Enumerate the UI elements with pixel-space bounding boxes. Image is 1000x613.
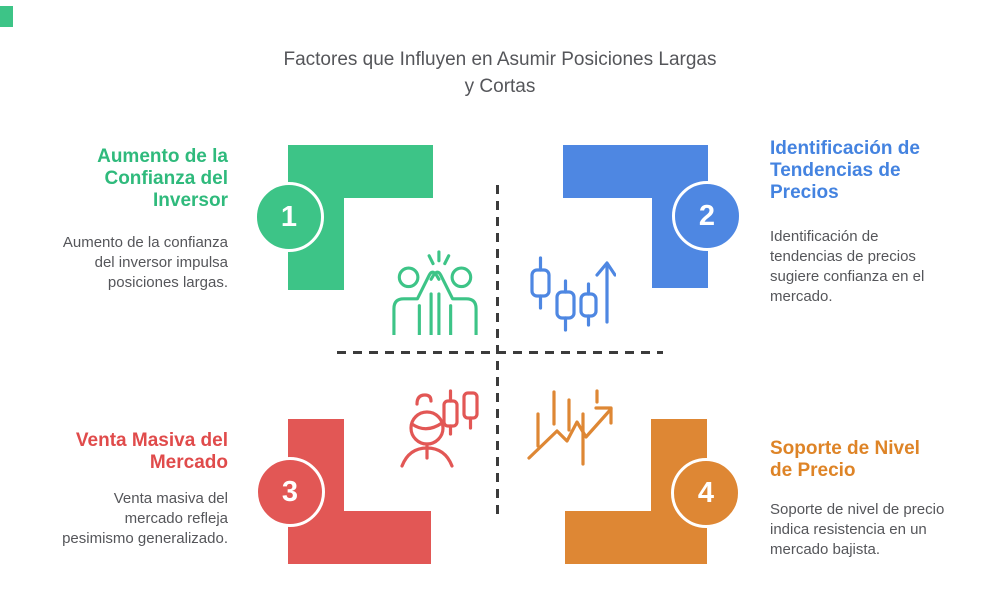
quadrant-2-heading: Identificación de Tendencias de Precios bbox=[770, 138, 920, 203]
trader-person-candles-icon bbox=[398, 382, 482, 468]
trend-chart-arrow-icon bbox=[526, 384, 618, 468]
horizontal-dashed-divider bbox=[337, 351, 663, 354]
quadrant-4-heading: Soporte de Nivel de Precio bbox=[770, 438, 920, 481]
candlesticks-up-arrow-icon bbox=[524, 250, 616, 332]
quadrant-1-number: 1 bbox=[280, 200, 298, 233]
quadrant-3-number-badge: 3 bbox=[255, 457, 325, 527]
vertical-dashed-divider bbox=[496, 185, 499, 515]
quadrant-4-number: 4 bbox=[697, 476, 715, 509]
quadrant-3-heading: Venta Masiva del Mercado bbox=[75, 430, 228, 473]
quadrant-1-number-badge: 1 bbox=[254, 182, 324, 252]
quadrant-2-number-badge: 2 bbox=[672, 181, 742, 251]
quadrant-2-number: 2 bbox=[698, 199, 716, 232]
quadrant-3-description: Venta masiva del mercado refleja pesimis… bbox=[62, 490, 228, 547]
quadrant-1-heading: Aumento de la Confianza del Inversor bbox=[97, 146, 228, 211]
quadrant-4-description: Soporte de nivel de precio indica resist… bbox=[770, 501, 945, 558]
quadrant-1-shape-horizontal bbox=[288, 145, 433, 198]
page-title: Factores que Influyen en Asumir Posicion… bbox=[283, 49, 717, 97]
quadrant-4-number-badge: 4 bbox=[671, 458, 741, 528]
high-five-people-icon bbox=[388, 247, 482, 335]
quadrant-3-number: 3 bbox=[281, 475, 299, 508]
quadrant-1-description: Aumento de la confianza del inversor imp… bbox=[62, 234, 228, 291]
quadrant-3-shape-horizontal bbox=[288, 511, 431, 564]
quadrant-2-description: Identificación de tendencias de precios … bbox=[770, 228, 925, 305]
stray-accent-mark bbox=[0, 6, 13, 27]
